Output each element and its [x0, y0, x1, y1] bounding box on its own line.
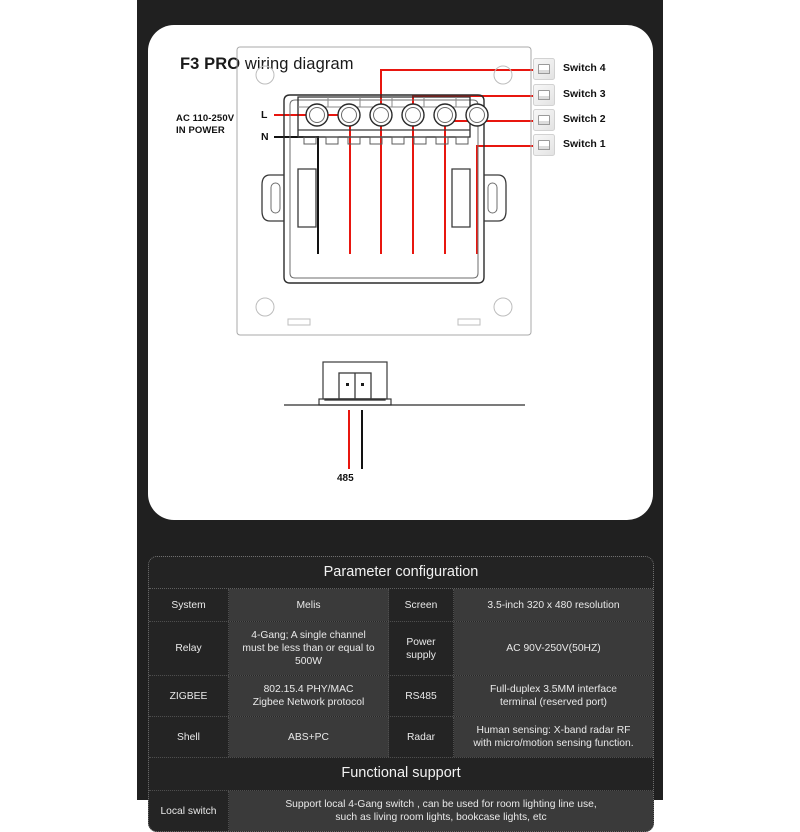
parameter-configuration-table: Parameter configuration System Melis Scr… [148, 556, 654, 832]
device-back-illustration [236, 46, 532, 406]
wire-485-red [348, 410, 350, 469]
wall-switch-icon [533, 58, 555, 80]
table-section-header-row: Functional support [149, 758, 653, 791]
wire-neutral-vertical [317, 136, 319, 254]
wall-switch-icon [533, 134, 555, 156]
table-cell-value: Support local 4-Gang switch , can be use… [229, 791, 653, 831]
wall-switch-icon [533, 109, 555, 131]
table-title: Parameter configuration [149, 557, 653, 589]
wire-switch2-vertical [444, 120, 446, 254]
wire-switch4-horizontal [380, 69, 533, 71]
wall-switch-icon [533, 84, 555, 106]
power-input-label-line2: IN POWER [176, 125, 225, 136]
table-cell-label: RS485 [389, 676, 454, 716]
wire-485-black [361, 410, 363, 469]
page-title: F3 PRO wiring diagram [180, 55, 354, 74]
table-row: Local switch Support local 4-Gang switch… [149, 791, 653, 831]
pin-label-live: L [261, 109, 268, 121]
bus-label-485: 485 [337, 473, 354, 484]
table-cell-label: Radar [389, 717, 454, 757]
wire-switch1-horizontal [476, 145, 533, 147]
table-cell-value: 3.5-inch 320 x 480 resolution [454, 589, 653, 621]
table-cell-label: Local switch [149, 791, 229, 831]
table-row: Shell ABS+PC Radar Human sensing: X-band… [149, 717, 653, 758]
table-row: System Melis Screen 3.5-inch 320 x 480 r… [149, 589, 653, 622]
wire-neutral-horizontal [274, 136, 319, 138]
title-suffix: wiring diagram [240, 55, 354, 73]
table-cell-value: Melis [229, 589, 389, 621]
table-cell-label: Shell [149, 717, 229, 757]
wire-switch3-horizontal [412, 95, 533, 97]
power-input-label-line1: AC 110-250V [176, 113, 235, 124]
wire-switch3-vertical [412, 95, 414, 254]
power-input-label: AC 110-250V IN POWER [176, 113, 234, 137]
switch-label: Switch 4 [563, 62, 606, 74]
wire-switch1-vertical [476, 145, 478, 254]
wire-switch2-horizontal [444, 120, 533, 122]
wiring-diagram-card: F3 PRO wiring diagram AC 110-250V IN POW… [148, 25, 653, 520]
title-product-name: F3 PRO [180, 55, 241, 73]
section-title: Functional support [149, 758, 653, 790]
wire-switch4-vertical [380, 69, 382, 254]
table-cell-value: AC 90V-250V(50HZ) [454, 622, 653, 675]
table-cell-label: ZIGBEE [149, 676, 229, 716]
switch-label: Switch 2 [563, 113, 606, 125]
switch-label: Switch 1 [563, 138, 606, 150]
table-cell-label: Screen [389, 589, 454, 621]
table-cell-label: Relay [149, 622, 229, 675]
table-cell-value: ABS+PC [229, 717, 389, 757]
switch-label: Switch 3 [563, 88, 606, 100]
table-cell-label: System [149, 589, 229, 621]
pin-label-neutral: N [261, 131, 269, 143]
wire-live-vertical [349, 114, 351, 254]
